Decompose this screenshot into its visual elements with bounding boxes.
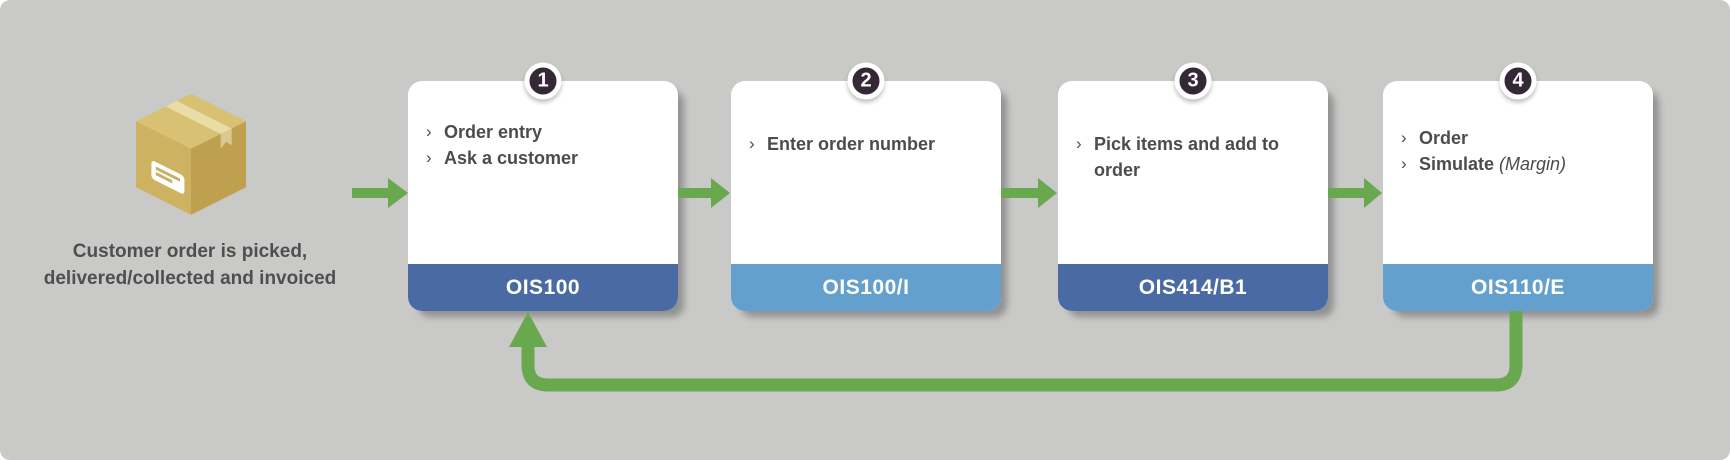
program-code-footer: OIS414/B1: [1058, 264, 1328, 311]
program-code-footer: OIS100/I: [731, 264, 1001, 311]
step-card-1: 1 › Order entry › Ask a customer OIS100: [408, 62, 678, 311]
arrow-source-to-step1: [352, 178, 408, 208]
list-item: › Order: [1401, 125, 1639, 151]
step-number-badge: 2: [847, 62, 885, 100]
chevron-bullet-icon: ›: [1401, 128, 1407, 147]
program-code-footer: OIS110/E: [1383, 264, 1653, 311]
list-item-label: Simulate (Margin): [1419, 154, 1567, 174]
chevron-bullet-icon: ›: [1401, 154, 1407, 173]
list-item-label: Order: [1419, 128, 1469, 148]
chevron-bullet-icon: ›: [749, 134, 755, 153]
step-number-badge: 1: [524, 62, 562, 100]
list-item-label: Pick items and add to order: [1094, 134, 1280, 180]
step-card-body: › Order › Simulate (Margin): [1383, 81, 1653, 177]
chevron-bullet-icon: ›: [426, 122, 432, 141]
list-item: › Pick items and add to order: [1076, 131, 1314, 183]
step-card-4: 4 › Order › Simulate (Margin) OIS110/E: [1383, 62, 1653, 311]
step-card-3: 3 › Pick items and add to order OIS414/B…: [1058, 62, 1328, 311]
arrow-step2-to-step3: [1001, 178, 1057, 208]
list-item-note: (Margin): [1499, 154, 1567, 174]
step-card-body: › Enter order number: [731, 81, 1001, 157]
arrow-step1-to-step2: [678, 178, 730, 208]
step-card-body: › Pick items and add to order: [1058, 81, 1328, 183]
chevron-bullet-icon: ›: [426, 148, 432, 167]
list-item: › Order entry: [426, 119, 664, 145]
list-item: › Simulate (Margin): [1401, 151, 1639, 177]
list-item-label: Ask a customer: [444, 148, 579, 168]
source-caption: Customer order is picked, delivered/coll…: [43, 241, 337, 289]
step-card-2: 2 › Enter order number OIS100/I: [731, 62, 1001, 311]
arrow-loop-step4-to-step1: [509, 311, 1523, 392]
list-item: › Enter order number: [749, 131, 987, 157]
step-number-badge: 3: [1174, 62, 1212, 100]
chevron-bullet-icon: ›: [1076, 134, 1082, 153]
list-item: › Ask a customer: [426, 145, 664, 171]
program-code-footer: OIS100: [408, 264, 678, 311]
step-card-body: › Order entry › Ask a customer: [408, 81, 678, 171]
list-item-label: Order entry: [444, 122, 543, 142]
step-number-badge: 4: [1499, 62, 1537, 100]
package-box-icon: [136, 93, 246, 215]
arrow-step3-to-step4: [1328, 178, 1382, 208]
list-item-label: Enter order number: [767, 134, 936, 154]
